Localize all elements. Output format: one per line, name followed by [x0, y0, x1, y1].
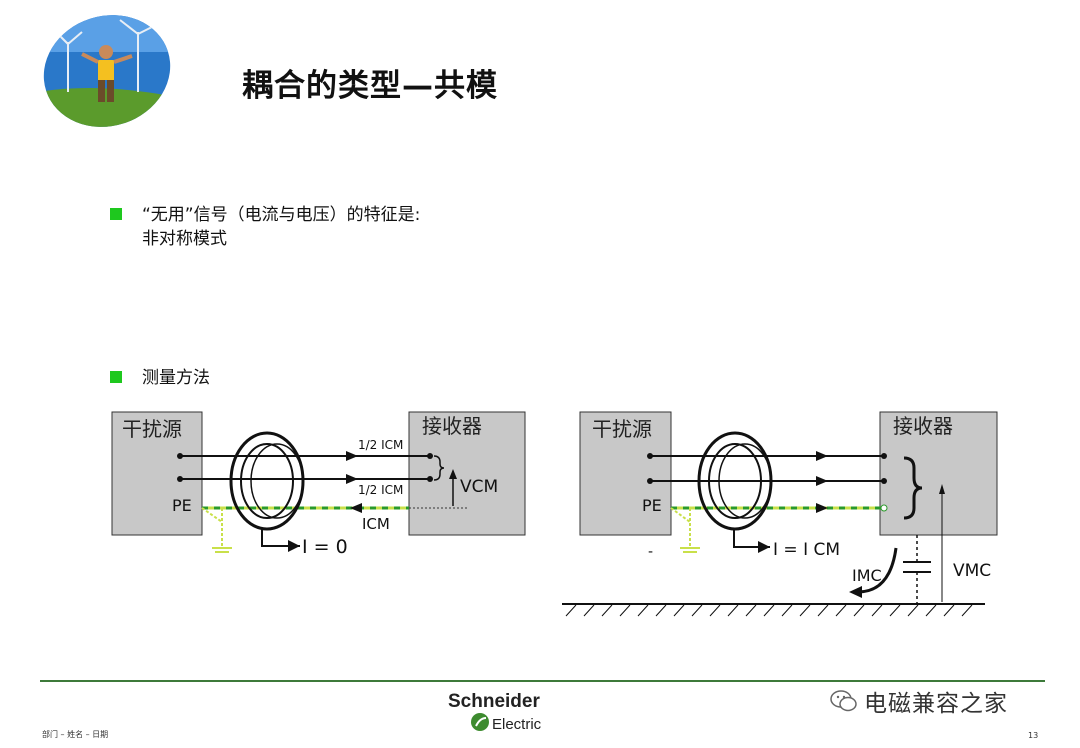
footer-meta: 部门 – 姓名 – 日期: [42, 730, 109, 739]
left-receiver-label: 接收器: [422, 414, 482, 438]
left-lower-current-label: 1/2 ICM: [358, 483, 403, 497]
watermark: 电磁兼容之家: [830, 684, 1008, 718]
right-current-label: IMC: [852, 566, 882, 585]
left-diagram: 干扰源 接收器 PE I = 0 1/2 ICM 1/2 ICM ICM: [111, 411, 526, 558]
slide-title: 耦合的类型—共模: [242, 68, 498, 104]
right-receiver-label: 接收器: [893, 414, 953, 438]
left-voltage-label: VCM: [460, 477, 498, 497]
schneider-electric-logo: Schneider Electric: [448, 691, 542, 733]
bullet-1-line-1: “无用”信号（电流与电压）的特征是:: [142, 205, 421, 225]
right-source-label: 干扰源: [592, 417, 652, 441]
bullet-1-line-2: 非对称模式: [142, 229, 227, 249]
right-diagram: 干扰源 接收器 PE - I = I CM: [562, 411, 998, 617]
right-dash-mark: -: [648, 544, 653, 560]
left-common-current-label: ICM: [362, 515, 390, 533]
bullet-text-1: “无用”信号（电流与电压）的特征是: 非对称模式: [142, 203, 420, 251]
slide-logo-image: [38, 12, 176, 130]
bullet-marker: [110, 371, 122, 383]
watermark-text: 电磁兼容之家: [864, 691, 1008, 717]
right-voltage-label: VMC: [953, 561, 991, 581]
left-source-box: [111, 411, 203, 536]
left-result-label: I = 0: [302, 536, 348, 558]
left-pe-label: PE: [172, 496, 192, 515]
page-number: 13: [1028, 731, 1039, 740]
right-source-box: [579, 411, 672, 536]
left-source-label: 干扰源: [122, 417, 182, 441]
footer-divider: [40, 680, 1045, 682]
left-upper-current-label: 1/2 ICM: [358, 438, 403, 452]
bullet-marker: [110, 208, 122, 220]
wechat-icon: [830, 690, 857, 712]
brand-name-line-2: Electric: [492, 716, 542, 733]
right-receiver-box: [879, 411, 998, 536]
left-receiver-box: [408, 411, 526, 536]
brand-name-line-1: Schneider: [448, 691, 540, 712]
bullet-text-2: 测量方法: [142, 368, 210, 388]
right-pe-label: PE: [642, 496, 662, 515]
right-result-label: I = I CM: [773, 540, 840, 560]
